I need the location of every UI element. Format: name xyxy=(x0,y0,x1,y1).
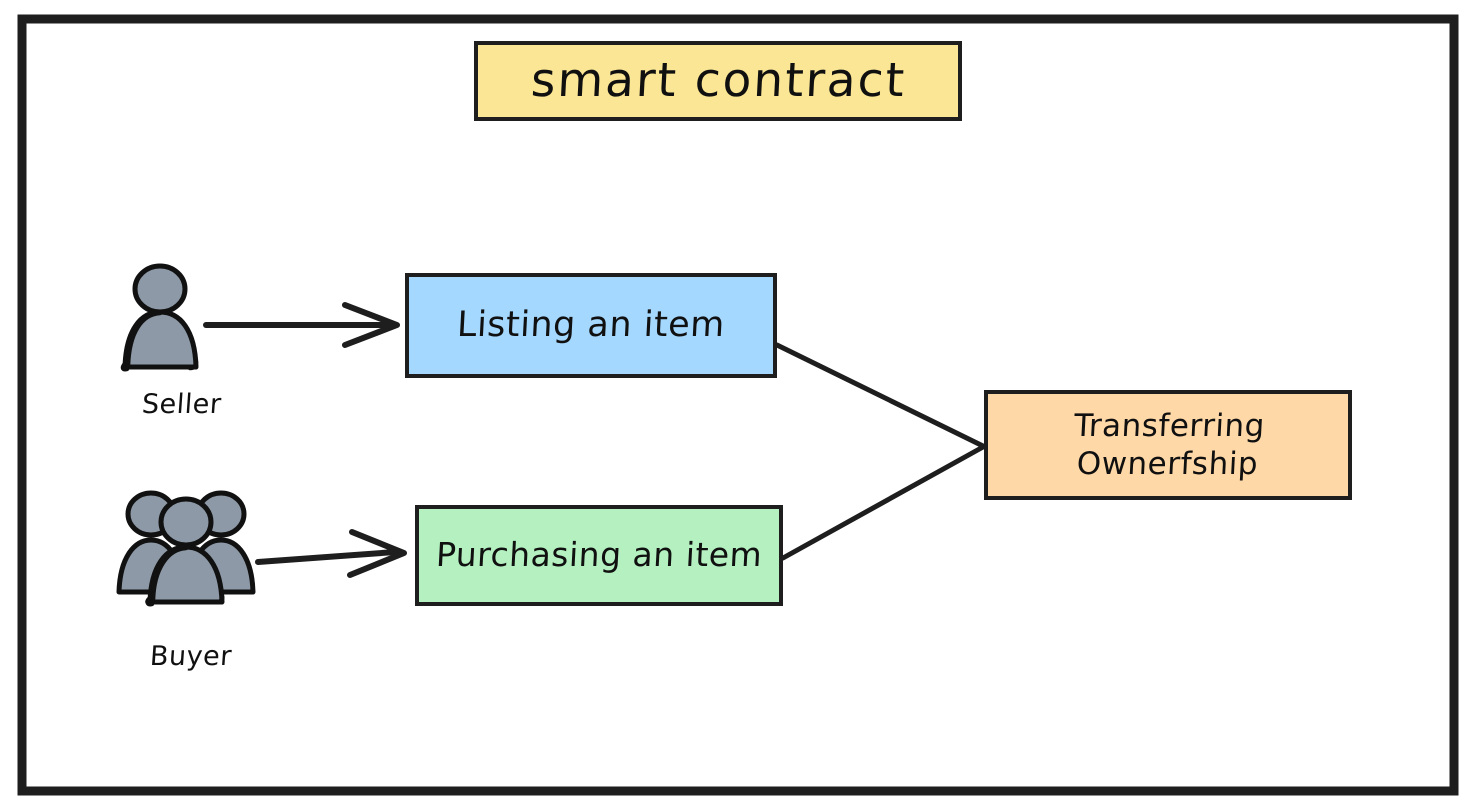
connector-purchasing-to-transfer xyxy=(780,444,986,561)
purchasing-an-item-box: Purchasing an item xyxy=(415,505,783,606)
seller-person-icon xyxy=(112,262,222,372)
transferring-ownership-line2: Ownerfship xyxy=(1075,446,1259,482)
transferring-ownership-box: Transferring Ownerfship xyxy=(984,390,1352,500)
connector-buyer-to-purchasing xyxy=(255,529,407,578)
buyer-label: Buyer xyxy=(148,641,233,672)
buyer-group-icon xyxy=(108,488,266,608)
transferring-ownership-line1: Transferring xyxy=(1072,407,1266,444)
seller-label: Seller xyxy=(140,389,223,420)
listing-an-item-box: Listing an item xyxy=(405,273,777,378)
smart-contract-title-label: smart contract xyxy=(529,52,907,108)
transferring-ownership-label: Transferring Ownerfship xyxy=(1071,407,1266,484)
purchasing-an-item-label: Purchasing an item xyxy=(434,535,764,575)
smart-contract-title-box: smart contract xyxy=(474,41,962,121)
connector-listing-to-transfer xyxy=(774,342,986,449)
diagram-outer-frame xyxy=(17,14,1459,796)
listing-an-item-label: Listing an item xyxy=(456,304,726,345)
connector-seller-to-listing xyxy=(203,302,400,348)
